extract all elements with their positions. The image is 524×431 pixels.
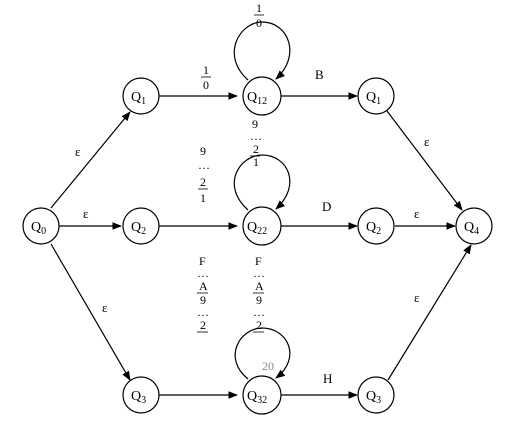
svg-text:1: 1 <box>203 63 209 77</box>
node-q22: Q22 <box>242 206 282 246</box>
label-q32-q3: H <box>323 371 332 386</box>
svg-text:Q22: Q22 <box>247 220 267 237</box>
svg-text:…: … <box>197 266 209 280</box>
svg-text:F: F <box>199 254 206 268</box>
label-below-q22: F … A 9 … 2 <box>253 254 265 333</box>
svg-text:A: A <box>255 279 264 293</box>
svg-text:Q32: Q32 <box>247 389 267 406</box>
svg-text:0: 0 <box>256 16 262 30</box>
svg-text:9: 9 <box>252 117 258 131</box>
svg-text:9: 9 <box>256 293 262 307</box>
label-loop-q32: 20 <box>262 359 274 373</box>
svg-text:…: … <box>197 305 209 319</box>
svg-text:9: 9 <box>200 144 206 158</box>
label-q22-q2: D <box>322 199 331 214</box>
svg-text:2: 2 <box>253 142 259 156</box>
label-q3-q32: F … A 9 … 2 <box>197 254 209 333</box>
svg-text:Q2: Q2 <box>366 220 381 237</box>
edge-q3-q4 <box>387 244 472 381</box>
label-loop-q22: 1 <box>253 155 259 169</box>
svg-text:0: 0 <box>203 78 209 92</box>
svg-text:1: 1 <box>256 1 262 15</box>
svg-text:…: … <box>253 266 265 280</box>
label-q12-q1: B <box>315 67 324 82</box>
edge-q0-q3 <box>50 243 131 381</box>
loop-q22 <box>233 154 291 211</box>
svg-text:2: 2 <box>256 318 262 332</box>
svg-text:F: F <box>255 254 262 268</box>
label-q0-q3: ε <box>102 300 108 315</box>
node-q0: Q0 <box>22 207 60 245</box>
node-q2-right: Q2 <box>357 207 395 245</box>
node-q1-left: Q1 <box>122 77 160 115</box>
label-q0-q1: ε <box>75 144 81 159</box>
svg-text:Q0: Q0 <box>31 220 46 237</box>
node-q3-right: Q3 <box>357 376 395 414</box>
node-q2-left: Q2 <box>122 207 160 245</box>
edge-q1-q4 <box>386 110 463 211</box>
svg-text:Q2: Q2 <box>131 220 146 237</box>
node-q32: Q32 <box>242 375 282 415</box>
svg-text:2: 2 <box>200 318 206 332</box>
svg-text:Q12: Q12 <box>247 90 267 107</box>
label-q3-q4: ε <box>414 290 420 305</box>
svg-text:…: … <box>198 158 210 172</box>
edge-q0-q1 <box>50 111 131 209</box>
node-q3-left: Q3 <box>122 376 160 414</box>
label-loop-q12: 1 0 <box>254 1 264 30</box>
node-q1-right: Q1 <box>357 77 395 115</box>
svg-text:A: A <box>199 279 208 293</box>
svg-text:2: 2 <box>200 175 206 189</box>
loop-q32 <box>234 327 291 380</box>
svg-text:Q1: Q1 <box>131 90 146 107</box>
svg-text:…: … <box>250 129 262 143</box>
svg-text:Q3: Q3 <box>366 389 381 406</box>
loop-q12 <box>233 21 291 81</box>
label-below-q12: 9 … 2 <box>250 117 262 157</box>
label-q1-q4: ε <box>424 134 430 149</box>
svg-text:…: … <box>253 305 265 319</box>
svg-text:Q1: Q1 <box>366 90 381 107</box>
svg-text:Q3: Q3 <box>131 389 146 406</box>
svg-text:9: 9 <box>200 293 206 307</box>
node-q12: Q12 <box>242 76 282 116</box>
label-q0-q2: ε <box>83 206 89 221</box>
node-q4: Q4 <box>455 207 493 245</box>
label-q1-q12: 1 0 <box>201 63 211 92</box>
svg-text:Q4: Q4 <box>464 220 479 237</box>
label-q2-q4: ε <box>414 206 420 221</box>
label-q2-q22: 9 … 2 1 <box>198 144 210 205</box>
svg-text:1: 1 <box>200 191 206 205</box>
